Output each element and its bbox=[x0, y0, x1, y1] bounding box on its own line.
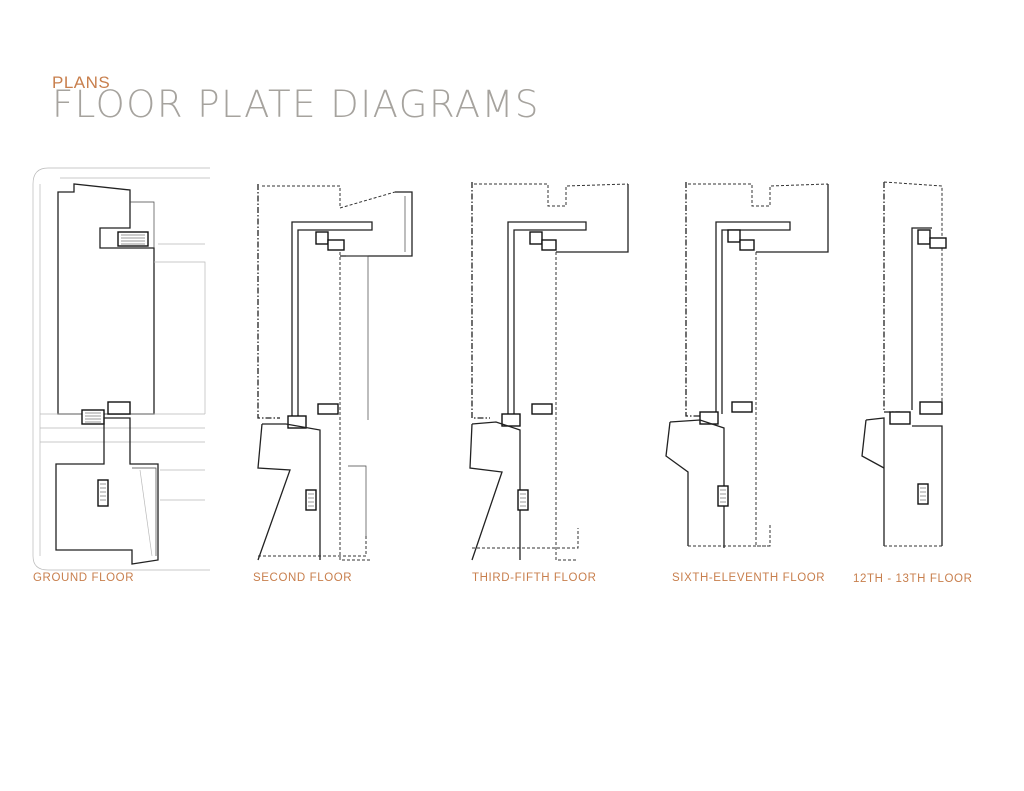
ground-core-upper bbox=[117, 231, 149, 247]
twelfth-north-east-facade bbox=[883, 181, 943, 412]
twelfth-core-b bbox=[929, 237, 947, 249]
third-core-a bbox=[529, 231, 543, 245]
section-kicker: PLANS bbox=[52, 73, 111, 92]
ground-upper-notch bbox=[130, 201, 155, 248]
twelfth-core-a bbox=[917, 229, 931, 245]
twelfth-west-facade bbox=[883, 182, 900, 413]
sixth-central-spine bbox=[715, 221, 791, 414]
ground-stair-lower bbox=[100, 483, 106, 501]
label-sixth-eleventh-floor: SIXTH-ELEVENTH FLOOR bbox=[672, 572, 826, 584]
second-lower-wing bbox=[262, 423, 321, 560]
plan-third-fifth-floor bbox=[469, 182, 629, 561]
plan-ground-floor bbox=[32, 167, 210, 571]
third-east-wing bbox=[556, 184, 629, 253]
second-south-facade bbox=[258, 534, 367, 557]
ground-stair-upper bbox=[121, 234, 145, 245]
second-se-bay bbox=[348, 465, 367, 536]
page-title: FLOOR PLATE DIAGRAMS bbox=[52, 83, 540, 126]
second-core-a bbox=[315, 231, 329, 245]
ground-annex bbox=[154, 261, 206, 414]
plan-second-floor bbox=[257, 184, 413, 561]
ground-lower-diag bbox=[139, 469, 153, 557]
second-west-facade bbox=[257, 184, 280, 419]
third-core-e bbox=[517, 489, 529, 511]
second-core-e bbox=[305, 489, 317, 511]
ground-upper-mass bbox=[57, 183, 155, 415]
sixth-sw-notch bbox=[665, 421, 689, 546]
second-core-c bbox=[317, 403, 339, 415]
twelfth-east-lower bbox=[912, 425, 943, 546]
twelfth-stair bbox=[920, 487, 926, 501]
label-ground-floor: GROUND FLOOR bbox=[33, 572, 135, 584]
label-twelfth-thirteenth-floor: 12TH - 13TH FLOOR bbox=[853, 573, 973, 585]
second-sw-notch bbox=[257, 423, 291, 561]
sixth-north-facade bbox=[688, 183, 829, 207]
third-north-facade bbox=[474, 183, 629, 207]
ground-core-lower bbox=[97, 479, 109, 507]
sixth-east-facade bbox=[755, 252, 770, 547]
label-second-floor: SECOND FLOOR bbox=[253, 572, 353, 584]
third-sw-notch bbox=[469, 423, 503, 561]
third-core-c bbox=[531, 403, 553, 415]
third-east-facade bbox=[555, 252, 578, 561]
twelfth-central-spine bbox=[911, 227, 932, 410]
site-outline bbox=[32, 167, 210, 571]
second-north-facade bbox=[262, 185, 396, 209]
sixth-west-facade bbox=[685, 182, 700, 417]
second-core-b bbox=[327, 239, 345, 251]
sixth-lower-wing bbox=[669, 419, 725, 548]
sixth-east-wing bbox=[756, 184, 829, 253]
third-central-spine bbox=[507, 221, 587, 416]
sixth-core-b bbox=[739, 239, 755, 251]
plan-sixth-eleventh-floor bbox=[665, 182, 829, 548]
ground-stair-mid bbox=[85, 412, 101, 423]
ground-core-mid-a bbox=[81, 409, 105, 425]
third-south-facade bbox=[472, 528, 579, 549]
twelfth-sw-notch bbox=[861, 419, 885, 469]
twelfth-core-c bbox=[919, 401, 943, 415]
sixth-core-c bbox=[731, 401, 753, 413]
plan-twelfth-thirteenth-floor bbox=[861, 181, 947, 547]
second-stair bbox=[308, 493, 314, 507]
third-west-facade bbox=[471, 182, 490, 419]
third-core-d bbox=[501, 413, 521, 427]
ground-core-mid-b bbox=[107, 401, 131, 415]
third-stair bbox=[520, 493, 526, 507]
twelfth-core-e bbox=[917, 483, 929, 505]
second-east-bay bbox=[346, 255, 369, 420]
ground-lower-gallery bbox=[132, 467, 157, 556]
sixth-core-e bbox=[717, 485, 729, 507]
sixth-core-a bbox=[727, 229, 741, 243]
second-east-facade bbox=[339, 252, 370, 561]
ground-lower-annex bbox=[160, 469, 205, 501]
third-core-b bbox=[541, 239, 557, 251]
sixth-south-facade bbox=[688, 524, 771, 547]
ground-lower-mass bbox=[55, 417, 159, 565]
sixth-stair bbox=[720, 489, 726, 503]
second-northeast-wing bbox=[340, 191, 413, 257]
second-central-spine bbox=[291, 221, 373, 416]
twelfth-core-d bbox=[889, 411, 911, 425]
sixth-core-d bbox=[699, 411, 719, 425]
label-third-fifth-floor: THIRD-FIFTH FLOOR bbox=[472, 572, 597, 584]
twelfth-sw-wing bbox=[865, 417, 885, 546]
